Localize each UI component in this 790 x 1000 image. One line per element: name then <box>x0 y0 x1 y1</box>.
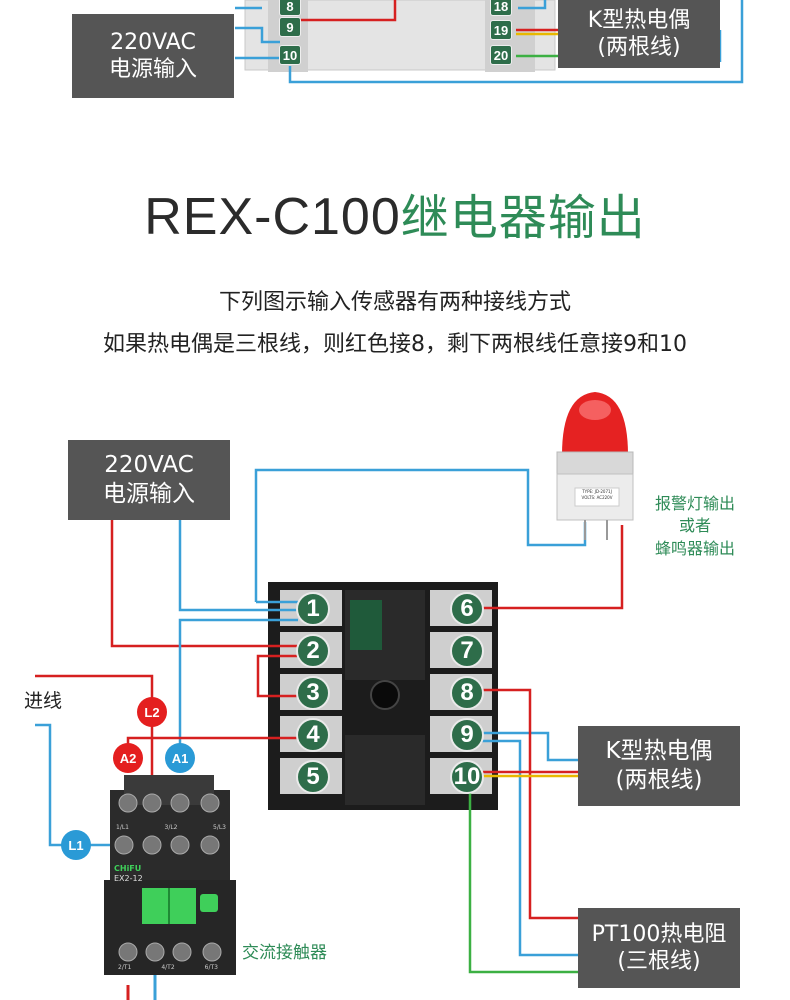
contactor-mark-l3: 5/L3 <box>213 824 226 831</box>
contactor-label: 交流接触器 <box>242 943 327 963</box>
terminal-4: 4 <box>296 718 330 752</box>
alarm-line-2: 或者 <box>678 516 711 536</box>
terminal-3: 3 <box>296 676 330 710</box>
top-k-label: K型热电偶 <box>587 7 691 33</box>
power-input-box: 220VAC 电源输入 <box>68 440 230 520</box>
terminal-5: 5 <box>296 760 330 794</box>
k-wires: (两根线) <box>615 767 703 793</box>
terminal-9: 9 <box>450 718 484 752</box>
terminal-10: 10 <box>450 760 484 794</box>
top-power-input-box: 220VAC 电源输入 <box>72 14 234 98</box>
top-terminal-8: 8 <box>279 0 301 16</box>
alarm-type: TYPE: JD-2071J <box>582 489 612 494</box>
alarm-line-1: 报警灯输出 <box>654 494 735 513</box>
top-section: 220VAC 电源输入 8 9 10 18 19 20 K型热电偶 (两根线) <box>0 0 790 110</box>
contactor-bottom-marks: 2/T1 4/T2 6/T3 <box>118 964 218 971</box>
alarm-output-label: 报警灯输出 或者 蜂鸣器输出 <box>632 493 758 560</box>
top-terminal-20: 20 <box>490 45 512 65</box>
top-terminal-9: 9 <box>279 17 301 37</box>
pt100-wires: (三根线) <box>617 949 701 974</box>
terminal-6: 6 <box>450 592 484 626</box>
pt100-label: PT100热电阻 <box>591 921 727 947</box>
alarm-lamp <box>556 392 634 540</box>
top-terminal-19: 19 <box>490 20 512 40</box>
contactor-mark-t1: 2/T1 <box>118 964 132 971</box>
top-power-voltage: 220VAC <box>110 29 196 55</box>
top-terminal-10: 10 <box>279 45 301 65</box>
heading-model: REX-C100 <box>144 188 401 246</box>
k-label: K型热电偶 <box>605 738 713 765</box>
k-thermocouple-box: K型热电偶 (两根线) <box>578 726 740 806</box>
badge-l1: L1 <box>61 830 91 860</box>
section-heading: REX-C100继电器输出 <box>0 178 790 248</box>
contactor-device <box>104 775 236 975</box>
terminal-8: 8 <box>450 676 484 710</box>
top-power-label: 电源输入 <box>108 57 197 82</box>
subtitle-line-2: 如果热电偶是三根线，则红色接8，剩下两根线任意接9和10 <box>103 332 687 357</box>
incoming-line-label: 进线 <box>24 690 63 712</box>
subtitle-line-1: 下列图示输入传感器有两种接线方式 <box>218 290 571 315</box>
contactor-brand: CHiFU <box>114 864 142 873</box>
pt100-box: PT100热电阻 (三根线) <box>578 908 740 988</box>
top-k-thermocouple-box: K型热电偶 (两根线) <box>558 0 720 68</box>
top-terminal-18: 18 <box>490 0 512 16</box>
badge-l2: L2 <box>137 697 167 727</box>
contactor-mark-t2: 4/T2 <box>161 964 175 971</box>
contactor-mark-l1: 1/L1 <box>116 824 129 831</box>
terminal-7: 7 <box>450 634 484 668</box>
alarm-volts: VOLTS: AC220V <box>581 495 613 500</box>
alarm-line-3: 蜂鸣器输出 <box>654 538 735 558</box>
badge-a1: A1 <box>165 743 195 773</box>
top-k-wires: (两根线) <box>597 35 681 60</box>
power-voltage: 220VAC <box>104 452 194 479</box>
terminal-2: 2 <box>296 634 330 668</box>
badge-a2: A2 <box>113 743 143 773</box>
terminal-1: 1 <box>296 592 330 626</box>
power-label: 电源输入 <box>103 481 195 507</box>
heading-suffix: 继电器输出 <box>400 190 646 246</box>
alarm-nameplate: TYPE: JD-2071J VOLTS: AC220V <box>576 489 618 501</box>
contactor-top-marks: 1/L1 3/L2 5/L3 <box>116 824 226 831</box>
contactor-model: EX2-12 <box>114 874 143 883</box>
contactor-mark-l2: 3/L2 <box>164 824 178 831</box>
contactor-mark-t3: 6/T3 <box>204 964 218 971</box>
